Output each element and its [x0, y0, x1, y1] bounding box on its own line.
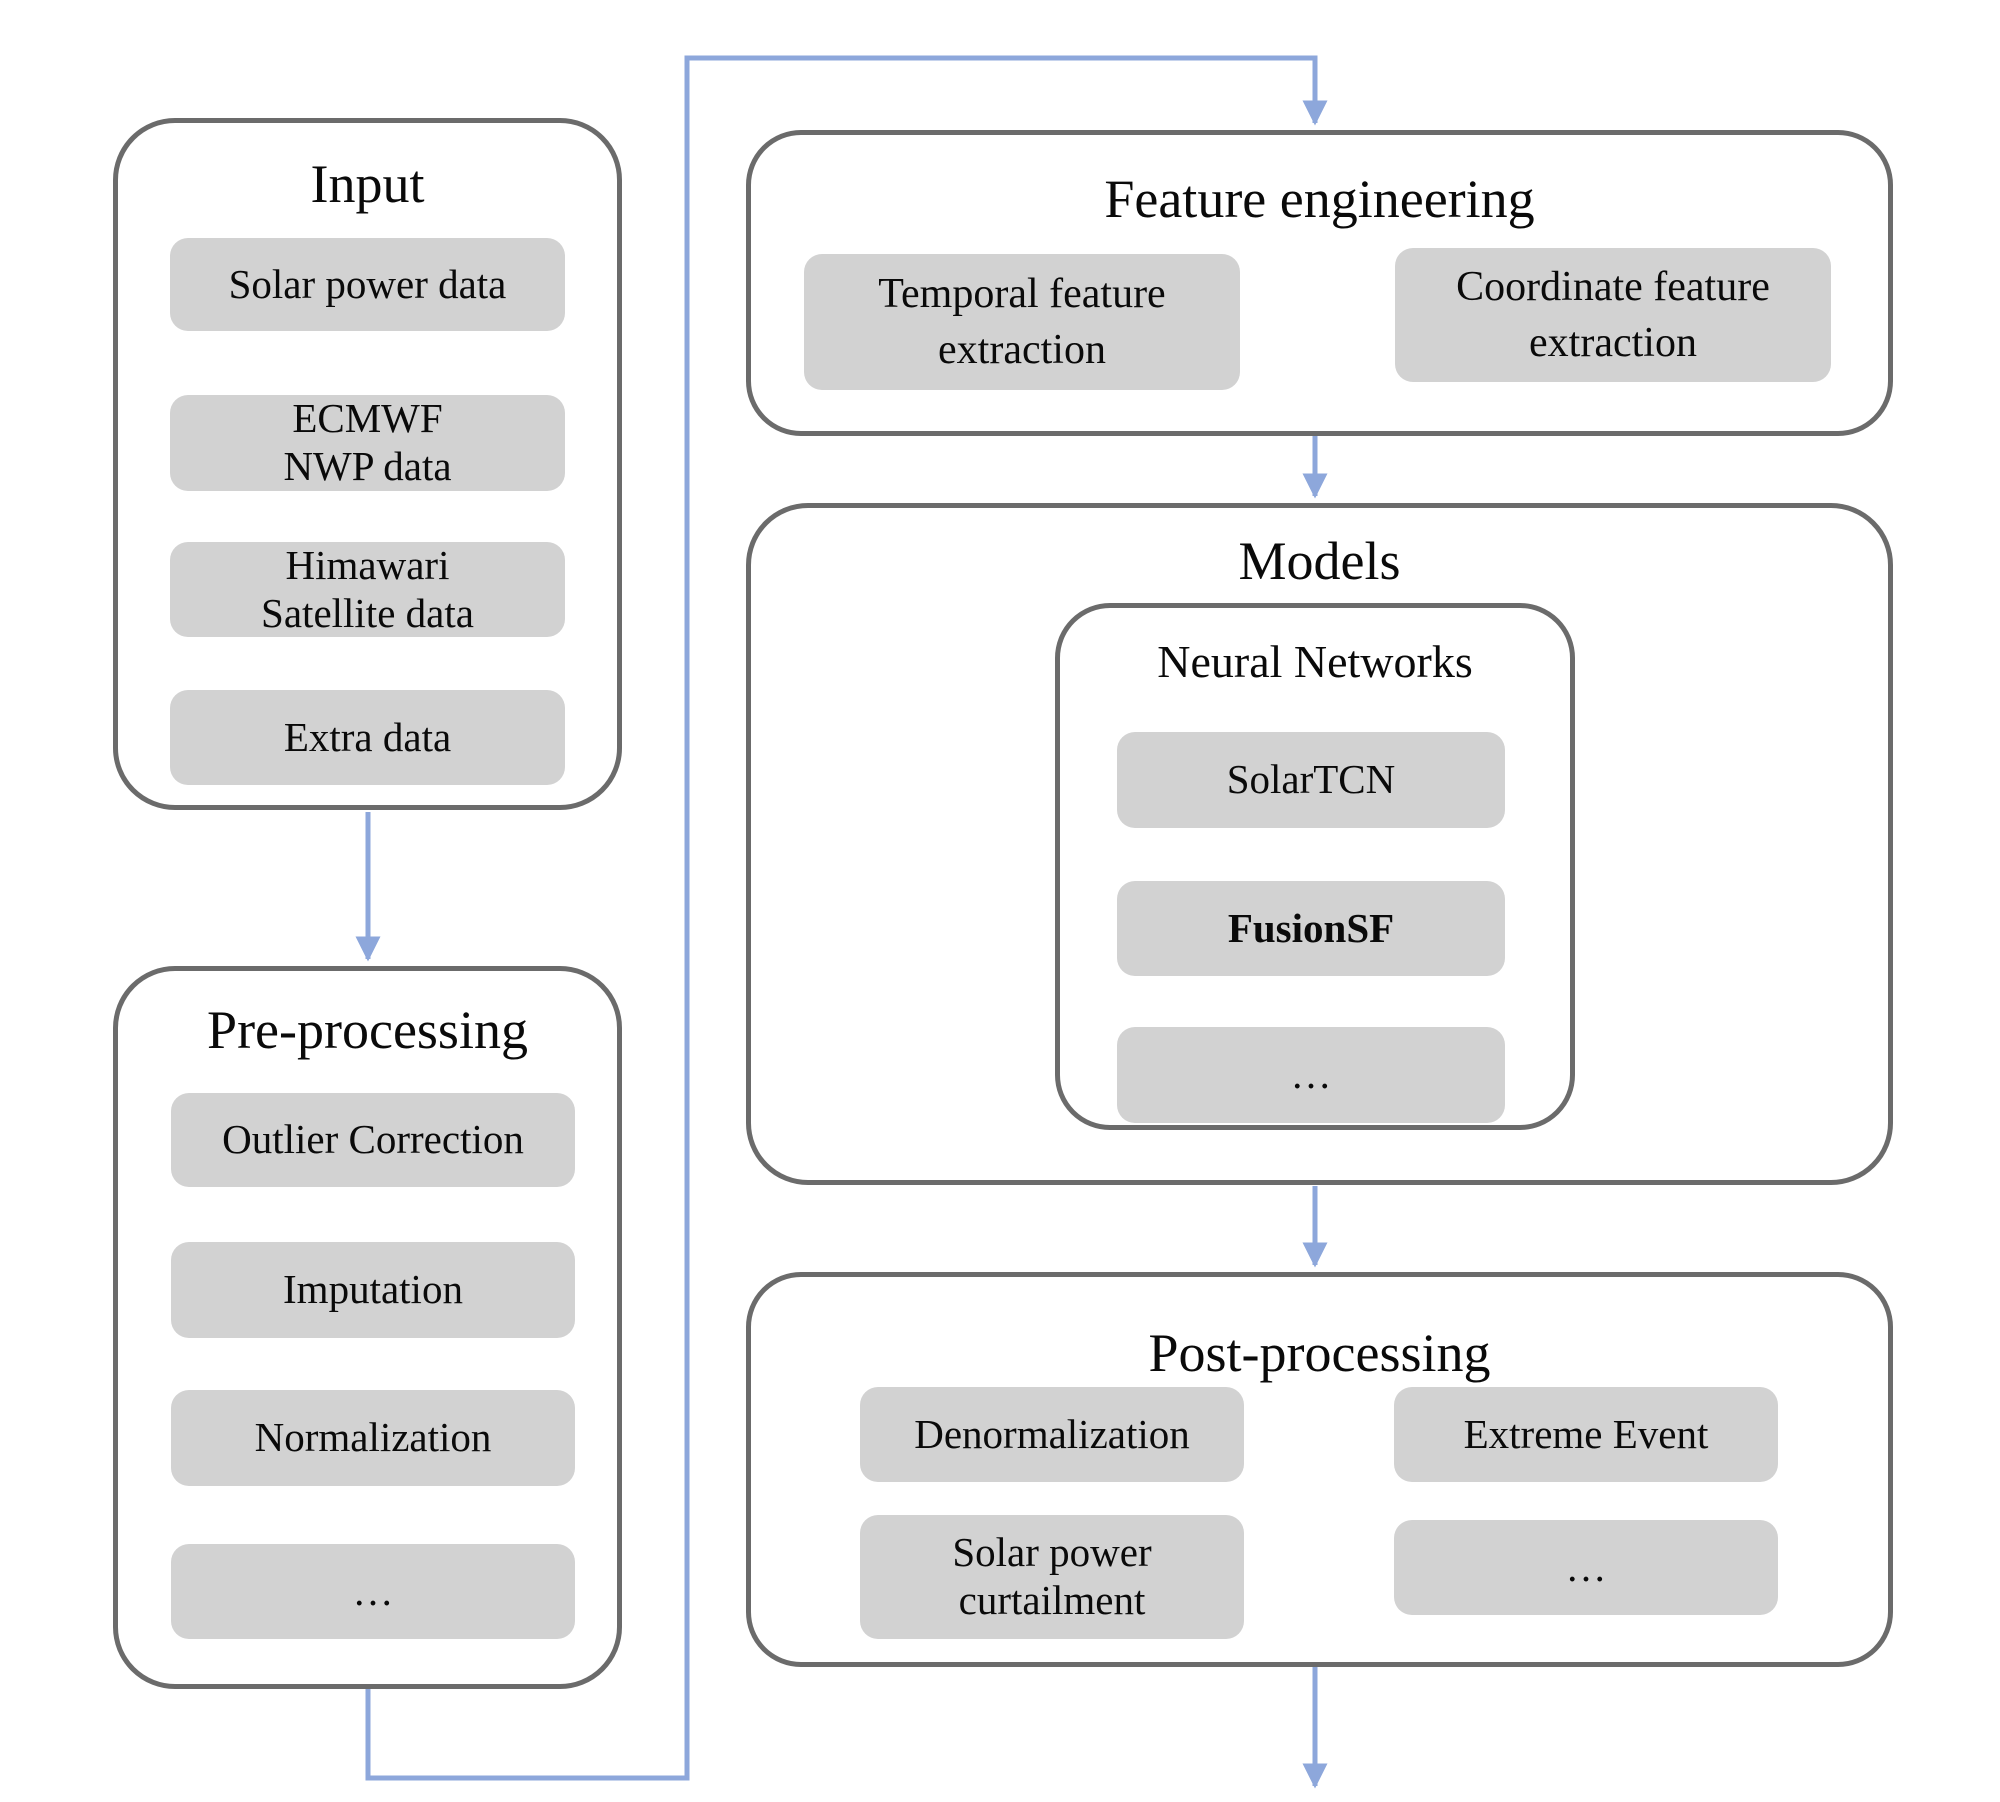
- feature-engineering-title: Feature engineering: [1104, 169, 1535, 229]
- chip-postprocessing-more: …: [1394, 1520, 1778, 1615]
- chip-label: extraction: [938, 327, 1106, 373]
- chip-extra-data: Extra data: [170, 690, 565, 785]
- chip-label: …: [352, 1567, 394, 1614]
- chip-solartcn: SolarTCN: [1117, 732, 1505, 828]
- chip-himawari-satellite-data: Himawari Satellite data: [170, 542, 565, 637]
- chip-normalization: Normalization: [171, 1390, 575, 1486]
- chip-label: NWP data: [283, 443, 452, 489]
- chip-label: Denormalization: [914, 1410, 1190, 1457]
- chip-ecmwf-nwp-data: ECMWF NWP data: [170, 395, 565, 491]
- chip-label: Extra data: [283, 713, 452, 760]
- chip-fusionsf: FusionSF: [1117, 881, 1505, 976]
- chip-preprocessing-more: …: [171, 1544, 575, 1639]
- chip-label: Satellite data: [261, 589, 474, 636]
- chip-label: Temporal feature: [878, 270, 1166, 317]
- neural-networks-title: Neural Networks: [1157, 636, 1473, 687]
- chip-label: SolarTCN: [1226, 756, 1396, 803]
- chip-label: extraction: [1529, 320, 1697, 366]
- chip-label: …: [1565, 1543, 1607, 1590]
- chip-denormalization: Denormalization: [860, 1387, 1244, 1482]
- chip-solar-power-data: Solar power data: [170, 238, 565, 331]
- chip-label: Solar power: [952, 1529, 1152, 1576]
- chip-coordinate-feature-extraction: Coordinate feature extraction: [1395, 248, 1831, 382]
- chip-label: Coordinate feature: [1456, 263, 1770, 310]
- chip-label: Himawari: [285, 541, 450, 588]
- chip-temporal-feature-extraction: Temporal feature extraction: [804, 254, 1240, 390]
- preprocessing-title: Pre-processing: [207, 1000, 528, 1060]
- chip-outlier-correction: Outlier Correction: [171, 1093, 575, 1187]
- chip-label: Normalization: [254, 1414, 492, 1461]
- chip-models-more: …: [1117, 1027, 1505, 1123]
- models-title: Models: [1238, 531, 1401, 591]
- chip-solar-power-curtailment: Solar power curtailment: [860, 1515, 1244, 1639]
- chip-label: ECMWF: [292, 395, 443, 442]
- chip-label: Imputation: [283, 1266, 463, 1313]
- postprocessing-title: Post-processing: [1148, 1323, 1491, 1383]
- chip-label: FusionSF: [1227, 904, 1395, 951]
- chip-label: Outlier Correction: [222, 1116, 524, 1163]
- chip-label: …: [1290, 1051, 1332, 1098]
- chip-imputation: Imputation: [171, 1242, 575, 1338]
- input-title: Input: [310, 154, 425, 214]
- chip-label: Extreme Event: [1463, 1410, 1709, 1457]
- chip-label: curtailment: [958, 1577, 1146, 1623]
- chip-label: Solar power data: [228, 260, 507, 307]
- chip-extreme-event: Extreme Event: [1394, 1387, 1778, 1482]
